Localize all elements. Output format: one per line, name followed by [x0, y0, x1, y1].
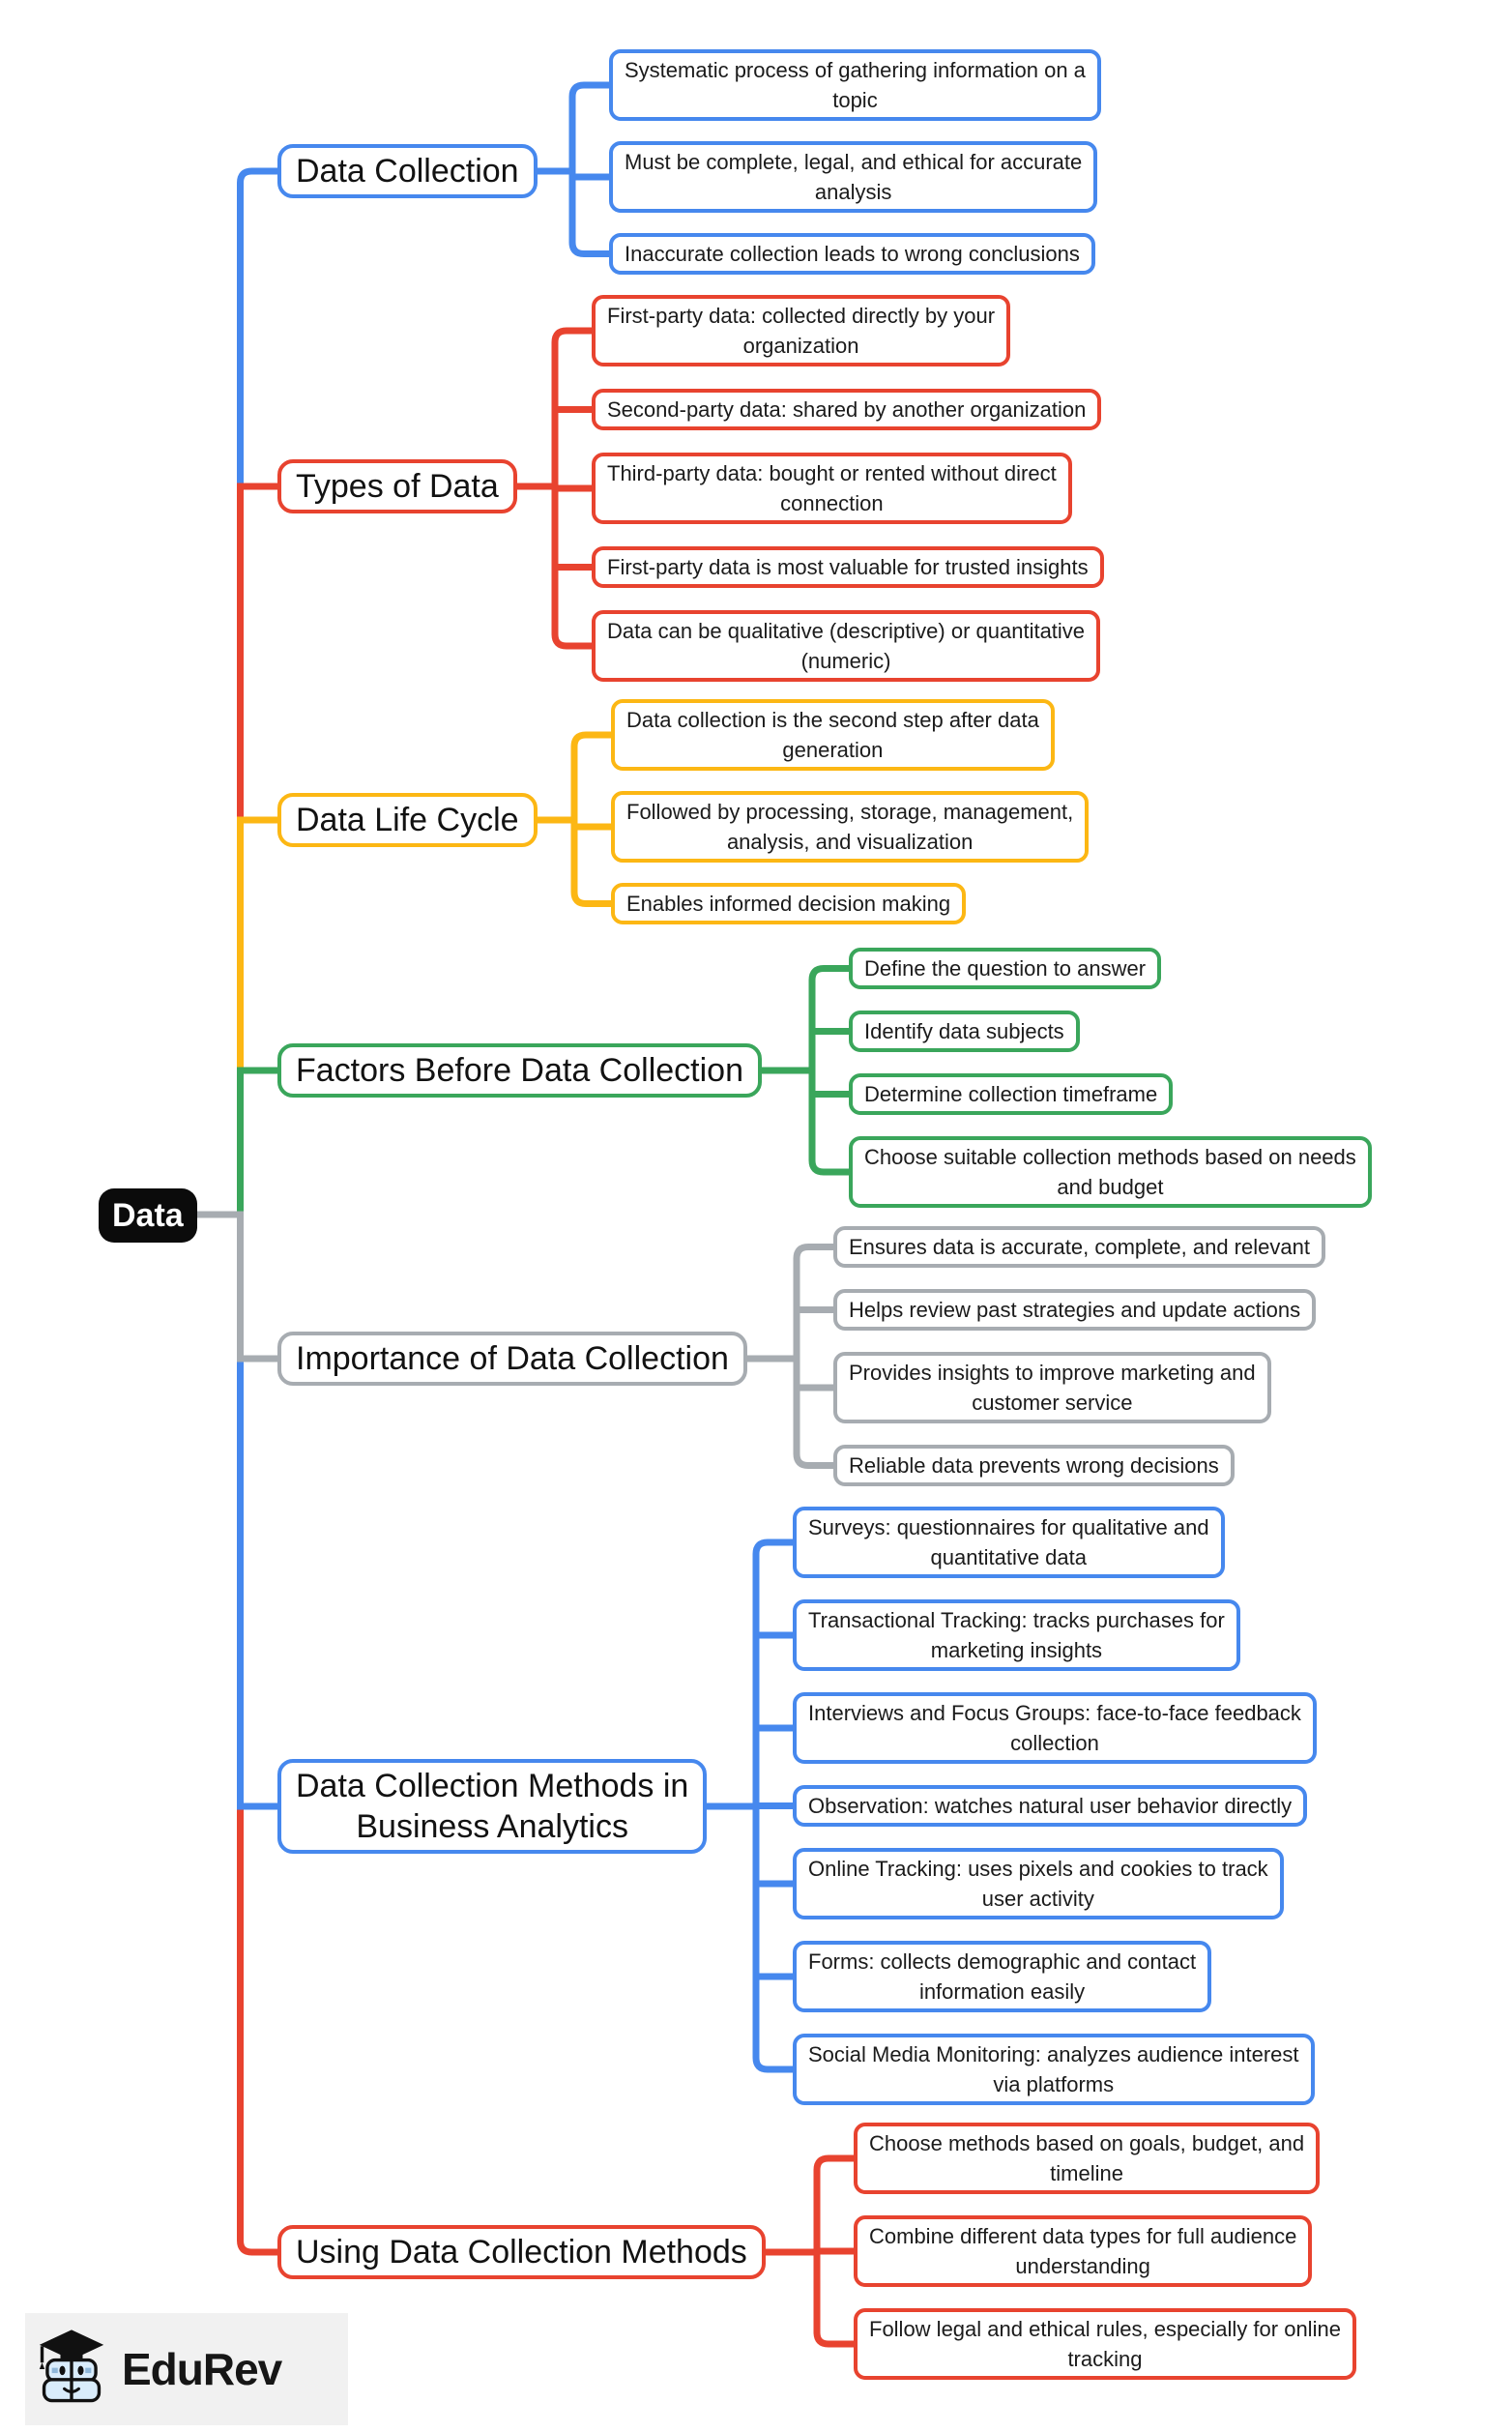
leaf-node: Observation: watches natural user behavi… [793, 1785, 1308, 1827]
leaf-node: Interviews and Focus Groups: face-to-fac… [793, 1692, 1317, 1764]
edurev-wordmark: EduRev [122, 2344, 282, 2394]
branch-header-5: Data Collection Methods in Business Anal… [277, 1759, 708, 1854]
leaf-node: Followed by processing, storage, managem… [611, 791, 1090, 863]
leaf-node: Identify data subjects [849, 1011, 1080, 1052]
leaf-node: Ensures data is accurate, complete, and … [833, 1226, 1325, 1268]
leaf-node: Social Media Monitoring: analyzes audien… [793, 2034, 1315, 2105]
branch-header-6: Using Data Collection Methods [277, 2225, 766, 2279]
leaf-node: Define the question to answer [849, 948, 1162, 989]
branch-header-4: Importance of Data Collection [277, 1332, 747, 1386]
leaf-node: Surveys: questionnaires for qualitative … [793, 1507, 1225, 1578]
branch-header-1: Types of Data [277, 459, 517, 513]
leaf-node: Data can be qualitative (descriptive) or… [592, 610, 1101, 682]
leaf-node: Systematic process of gathering informat… [609, 49, 1101, 121]
branch-leaves-2: Data collection is the second step after… [611, 699, 1090, 924]
branch-leaves-5: Surveys: questionnaires for qualitative … [793, 1507, 1317, 2105]
leaf-node: Follow legal and ethical rules, especial… [854, 2308, 1356, 2380]
leaf-node: Inaccurate collection leads to wrong con… [609, 233, 1095, 275]
branch-leaves-4: Ensures data is accurate, complete, and … [833, 1226, 1325, 1486]
leaf-node: Reliable data prevents wrong decisions [833, 1445, 1235, 1486]
leaf-node: Determine collection timeframe [849, 1073, 1174, 1115]
branch-leaves-0: Systematic process of gathering informat… [609, 49, 1101, 275]
leaf-node: Forms: collects demographic and contact … [793, 1941, 1212, 2012]
root-node: Data [99, 1188, 197, 1243]
edurev-logo: EduRev [25, 2313, 348, 2425]
leaf-node: Third-party data: bought or rented witho… [592, 453, 1072, 524]
branch-leaves-6: Choose methods based on goals, budget, a… [854, 2123, 1356, 2380]
leaf-node: Transactional Tracking: tracks purchases… [793, 1599, 1240, 1671]
leaf-node: Combine different data types for full au… [854, 2215, 1313, 2287]
leaf-node: Helps review past strategies and update … [833, 1289, 1317, 1331]
leaf-node: Second-party data: shared by another org… [592, 389, 1102, 430]
leaf-node: Choose methods based on goals, budget, a… [854, 2123, 1321, 2194]
leaf-node: First-party data: collected directly by … [592, 295, 1011, 366]
branch-header-2: Data Life Cycle [277, 793, 538, 847]
leaf-node: Enables informed decision making [611, 883, 967, 924]
leaf-node: Must be complete, legal, and ethical for… [609, 141, 1098, 213]
leaf-node: Choose suitable collection methods based… [849, 1136, 1372, 1208]
leaf-node: First-party data is most valuable for tr… [592, 546, 1104, 588]
branch-leaves-1: First-party data: collected directly by … [592, 295, 1104, 682]
leaf-node: Online Tracking: uses pixels and cookies… [793, 1848, 1284, 1919]
leaf-node: Provides insights to improve marketing a… [833, 1352, 1271, 1423]
leaf-node: Data collection is the second step after… [611, 699, 1055, 771]
edurev-mascot-icon [39, 2329, 104, 2403]
branch-header-3: Factors Before Data Collection [277, 1043, 762, 1098]
branch-header-0: Data Collection [277, 144, 538, 198]
